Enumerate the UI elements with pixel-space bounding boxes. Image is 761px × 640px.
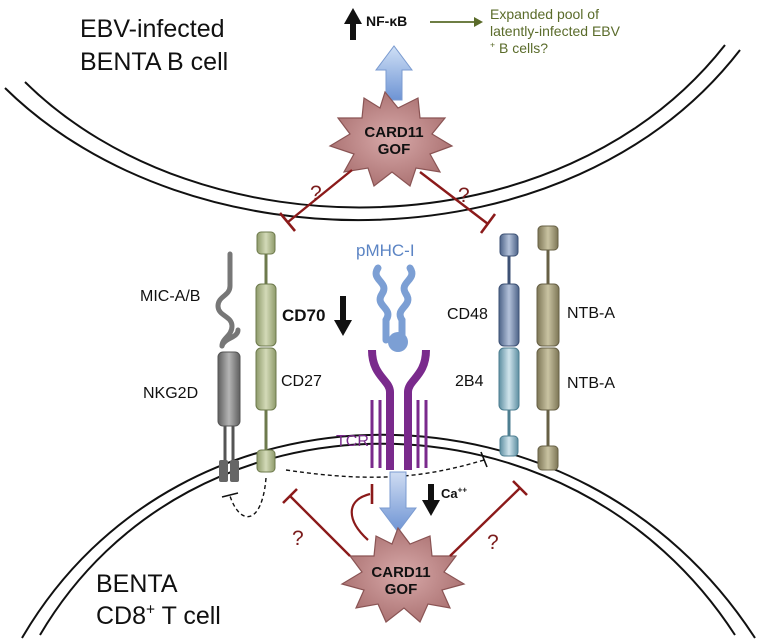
cd70-label: CD70	[282, 306, 326, 325]
calcium-signal-arrow	[379, 471, 417, 533]
outcome-text: Expanded pool of latently-infected EBV +…	[490, 6, 690, 57]
mic-ab-ligand	[215, 251, 241, 349]
outcome-arrow	[430, 17, 483, 27]
question-mark-bottom-left: ?	[292, 527, 304, 550]
t-cell-membrane	[21, 433, 756, 639]
card11-gof-top-starburst	[328, 90, 454, 187]
nkg2d-label: NKG2D	[143, 385, 199, 402]
ntba-top-label: NTB-A	[567, 305, 615, 322]
question-mark-top-left: ?	[310, 182, 322, 205]
nfkb-label: NF-κB	[366, 13, 408, 29]
2b4-label: 2B4	[455, 373, 484, 390]
ntba-bottom-label: NTB-A	[567, 375, 615, 392]
tcr-complex	[368, 349, 430, 470]
question-mark-bottom-right: ?	[487, 531, 499, 554]
b-cell-membrane	[4, 44, 741, 222]
card11-top-label: CARD11 GOF	[364, 124, 424, 158]
inhibition-to-cd27	[282, 488, 351, 557]
card11-gof-bottom-starburst	[340, 526, 466, 623]
inhibition-to-cd70	[279, 169, 353, 232]
b-cell-title-line2: BENTA B cell	[80, 48, 229, 76]
outcome-line2: latently-infected EBV	[490, 23, 620, 39]
ntba-top-molecule	[536, 225, 560, 347]
cd48-label: CD48	[447, 306, 488, 323]
cd70-molecule	[255, 231, 277, 347]
outcome-line1: Expanded pool of	[490, 6, 599, 22]
inhibition-to-ntba	[449, 480, 528, 557]
down-arrow-icon	[422, 484, 440, 516]
outcome-line3: + B cells?	[490, 39, 548, 56]
card11-bottom-label: CARD11 GOF	[371, 564, 431, 598]
dashed-inhibition-cd27-to-nkg2d	[221, 477, 267, 518]
mic-ab-label: MIC-A/B	[140, 288, 201, 305]
pmhc-i-complex	[372, 264, 416, 352]
cd48-molecule	[498, 233, 520, 347]
tcr-label: TCR	[336, 433, 369, 450]
b-cell-title-line1: EBV-infected	[80, 15, 225, 43]
nfkb-activation-arrow	[375, 45, 413, 101]
cd70-down-arrow-icon	[334, 296, 352, 336]
question-mark-top-right: ?	[458, 184, 470, 207]
cd27-molecule	[255, 347, 277, 473]
t-cell-title-line2: CD8+ T cell	[96, 601, 221, 630]
inhibition-to-cd48-ntba	[419, 171, 497, 234]
up-arrow-icon	[344, 8, 362, 40]
nkg2d-receptor	[217, 351, 241, 482]
cd27-label: CD27	[281, 373, 322, 390]
inhibition-to-tcr	[350, 484, 374, 541]
2b4-receptor	[498, 347, 520, 457]
calcium-label: Ca++	[441, 485, 468, 501]
ntba-bottom-molecule	[536, 347, 560, 471]
pmhc-label: pMHC-I	[356, 241, 415, 260]
t-cell-title-line1: BENTA	[96, 570, 178, 598]
